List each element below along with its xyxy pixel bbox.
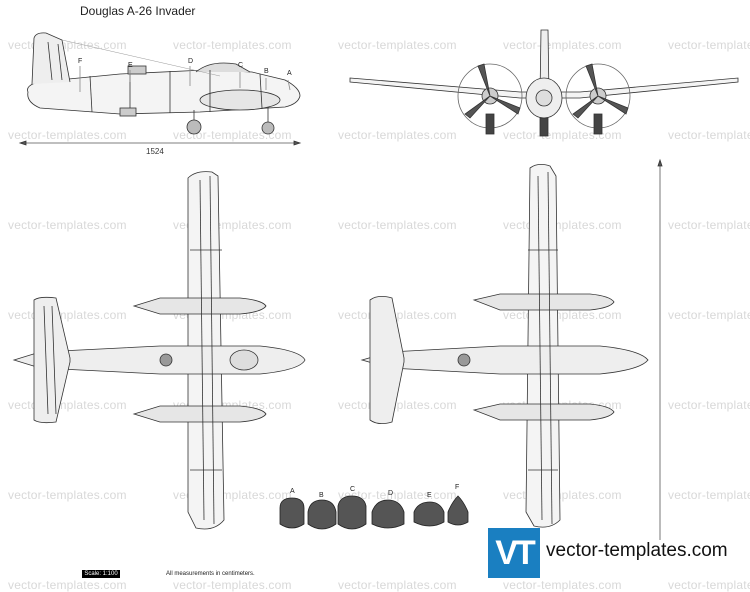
side-label-e: E bbox=[128, 62, 133, 69]
section-label-f: F bbox=[455, 484, 460, 491]
watermark-text: vector-templates.com bbox=[668, 218, 750, 232]
side-label-f: F bbox=[78, 58, 83, 65]
watermark-text: vector-templates.com bbox=[668, 308, 750, 322]
watermark-text: vector-templates.com bbox=[173, 128, 292, 142]
side-view bbox=[18, 32, 302, 146]
watermark-text: vector-templates.com bbox=[503, 38, 622, 52]
cross-sections bbox=[279, 495, 469, 530]
section-label-c: C bbox=[350, 486, 356, 493]
side-label-b: B bbox=[264, 68, 269, 75]
watermark-text: vector-templates.com bbox=[8, 488, 127, 502]
watermark-text: vector-templates.com bbox=[338, 128, 457, 142]
side-label-a: A bbox=[287, 70, 292, 77]
section-label-d: D bbox=[388, 490, 394, 497]
watermark-text: vector-templates.com bbox=[668, 38, 750, 52]
top-view bbox=[12, 171, 306, 530]
watermark-text: vector-templates.com bbox=[8, 128, 127, 142]
section-label-a: A bbox=[290, 488, 295, 495]
brand-logo: VT bbox=[488, 528, 540, 578]
watermark-text: vector-templates.com bbox=[668, 488, 750, 502]
watermark-text: vector-templates.com bbox=[668, 398, 750, 412]
watermark-text: vector-templates.com bbox=[8, 218, 127, 232]
watermark-text: vector-templates.com bbox=[503, 128, 622, 142]
watermark-text: vector-templates.com bbox=[338, 488, 457, 502]
bottom-view bbox=[360, 158, 663, 540]
side-label-c: C bbox=[238, 62, 244, 69]
brand-logo-text: vector-templates.com bbox=[546, 540, 728, 561]
section-label-e: E bbox=[427, 492, 432, 499]
watermark-text: vector-templates.com bbox=[338, 218, 457, 232]
watermark-text: vector-templates.com bbox=[338, 398, 457, 412]
watermark-text: vector-templates.com bbox=[338, 38, 457, 52]
side-label-d: D bbox=[188, 58, 194, 65]
measurement-note: All measurements in centimeters. bbox=[166, 571, 255, 577]
section-label-b: B bbox=[319, 492, 324, 499]
watermark-text: vector-templates.com bbox=[668, 128, 750, 142]
scale-badge: Scale: 1:100 bbox=[82, 570, 120, 578]
watermark-text: vector-templates.com bbox=[173, 38, 292, 52]
watermark-text: vector-templates.com bbox=[338, 308, 457, 322]
front-view bbox=[349, 29, 739, 137]
length-dimension-label: 1524 bbox=[146, 147, 164, 156]
drawing-title: Douglas A-26 Invader bbox=[80, 4, 196, 18]
